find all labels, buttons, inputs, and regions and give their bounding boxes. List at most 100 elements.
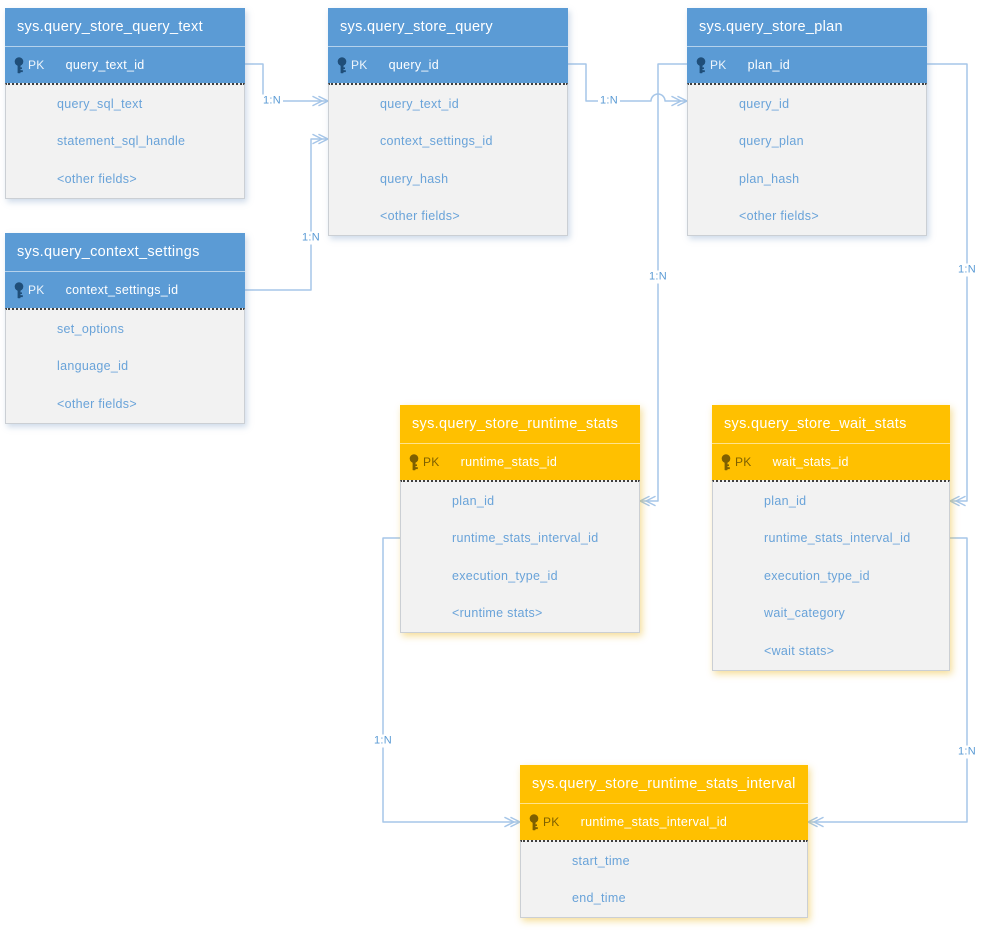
field-name: query_text_id	[380, 96, 459, 111]
field-name: language_id	[57, 359, 129, 374]
field-row[interactable]: <other fields>	[6, 385, 244, 423]
field-row[interactable]: query_plan	[688, 123, 926, 161]
field-row[interactable]: runtime_stats_interval_id	[713, 520, 949, 558]
field-row[interactable]: plan_id	[401, 482, 639, 520]
field-name: execution_type_id	[452, 568, 558, 583]
arrowhead-icon	[645, 495, 656, 507]
cardinality-label[interactable]: 1:N	[955, 745, 979, 759]
field-row[interactable]: query_sql_text	[6, 85, 244, 123]
cardinality-label[interactable]: 1:N	[299, 231, 323, 245]
field-row[interactable]: plan_hash	[688, 160, 926, 198]
field-row[interactable]: set_options	[6, 310, 244, 348]
pk-label: PK	[351, 58, 368, 72]
field-row[interactable]: end_time	[521, 880, 807, 918]
cardinality-label[interactable]: 1:N	[646, 270, 670, 284]
arrowhead-icon	[949, 495, 960, 507]
key-icon	[409, 453, 419, 470]
table-title: sys.query_store_plan	[699, 19, 843, 35]
field-row[interactable]: query_hash	[329, 160, 567, 198]
table-title: sys.query_store_runtime_stats	[412, 416, 619, 432]
cardinality-label[interactable]: 1:N	[955, 263, 979, 277]
table-body: plan_id runtime_stats_interval_id executio…	[400, 480, 640, 633]
arrowhead-icon	[807, 816, 818, 828]
arrowhead-icon	[504, 816, 515, 828]
field-row[interactable]: language_id	[6, 348, 244, 386]
connector-plan-to-wait-stats[interactable]	[926, 63, 968, 507]
cardinality-label[interactable]: 1:N	[260, 94, 284, 108]
table-header[interactable]: sys.query_store_runtime_stats_interval	[520, 765, 808, 803]
field-name: query_plan	[739, 134, 804, 149]
field-row[interactable]: plan_id	[713, 482, 949, 520]
table-body: query_id query_plan plan_hash <other fields…	[687, 83, 927, 236]
table-header[interactable]: sys.query_store_query	[328, 8, 568, 46]
field-name: end_time	[572, 891, 626, 906]
field-row[interactable]: <other fields>	[329, 198, 567, 236]
table-header[interactable]: sys.query_store_plan	[687, 8, 927, 46]
field-row[interactable]: start_time	[521, 842, 807, 880]
connector-plan-to-runtime-stats[interactable]	[639, 63, 688, 507]
table-body: set_options language_id <other fields>	[5, 308, 245, 424]
field-row[interactable]: execution_type_id	[401, 557, 639, 595]
connector-query-to-plan[interactable]	[567, 63, 688, 107]
key-icon	[529, 813, 539, 830]
pk-field-name: context_settings_id	[65, 283, 179, 297]
field-row[interactable]: execution_type_id	[713, 557, 949, 595]
field-name: statement_sql_handle	[57, 134, 186, 149]
connector-wait-stats-to-interval[interactable]	[807, 537, 968, 828]
key-icon	[337, 56, 347, 73]
pk-field-name: plan_id	[747, 58, 791, 72]
table-title: sys.query_store_query	[340, 19, 493, 35]
field-name: runtime_stats_interval_id	[452, 531, 599, 546]
pk-label: PK	[543, 815, 560, 829]
field-name: start_time	[572, 853, 630, 868]
field-name: plan_id	[452, 493, 495, 508]
connector-query-text-to-query[interactable]	[244, 63, 329, 107]
field-row[interactable]: runtime_stats_interval_id	[401, 520, 639, 558]
cardinality-label[interactable]: 1:N	[597, 94, 621, 108]
pk-field-name: runtime_stats_interval_id	[580, 815, 728, 829]
table-header[interactable]: sys.query_store_runtime_stats	[400, 405, 640, 443]
field-row[interactable]: context_settings_id	[329, 123, 567, 161]
pk-label: PK	[28, 58, 45, 72]
field-row[interactable]: <wait stats>	[713, 632, 949, 670]
table-title: sys.query_store_query_text	[17, 19, 203, 35]
field-name: query_sql_text	[57, 96, 143, 111]
arrowhead-icon	[312, 133, 323, 145]
connector-context-settings-to-query[interactable]	[244, 133, 329, 291]
field-name: context_settings_id	[380, 134, 493, 149]
pk-label: PK	[28, 283, 45, 297]
field-row[interactable]: wait_category	[713, 595, 949, 633]
field-row[interactable]: statement_sql_handle	[6, 123, 244, 161]
primary-key-row[interactable]: PK runtime_stats_interval_id	[520, 803, 808, 840]
field-row[interactable]: query_id	[688, 85, 926, 123]
field-name: wait_category	[764, 606, 846, 621]
field-name: set_options	[57, 321, 125, 336]
cardinality-label[interactable]: 1:N	[371, 734, 395, 748]
table-header[interactable]: sys.query_store_query_text	[5, 8, 245, 46]
arrowhead-icon	[312, 95, 323, 107]
key-icon	[14, 281, 24, 298]
table-header[interactable]: sys.query_store_wait_stats	[712, 405, 950, 443]
field-name: plan_hash	[739, 171, 800, 186]
field-row[interactable]: <runtime stats>	[401, 595, 639, 633]
table-header[interactable]: sys.query_context_settings	[5, 233, 245, 271]
primary-key-row[interactable]: PK context_settings_id	[5, 271, 245, 308]
field-row[interactable]: query_text_id	[329, 85, 567, 123]
field-row[interactable]: <other fields>	[6, 160, 244, 198]
field-name: <other fields>	[57, 396, 137, 411]
field-name: query_id	[739, 96, 790, 111]
field-row[interactable]: <other fields>	[688, 198, 926, 236]
